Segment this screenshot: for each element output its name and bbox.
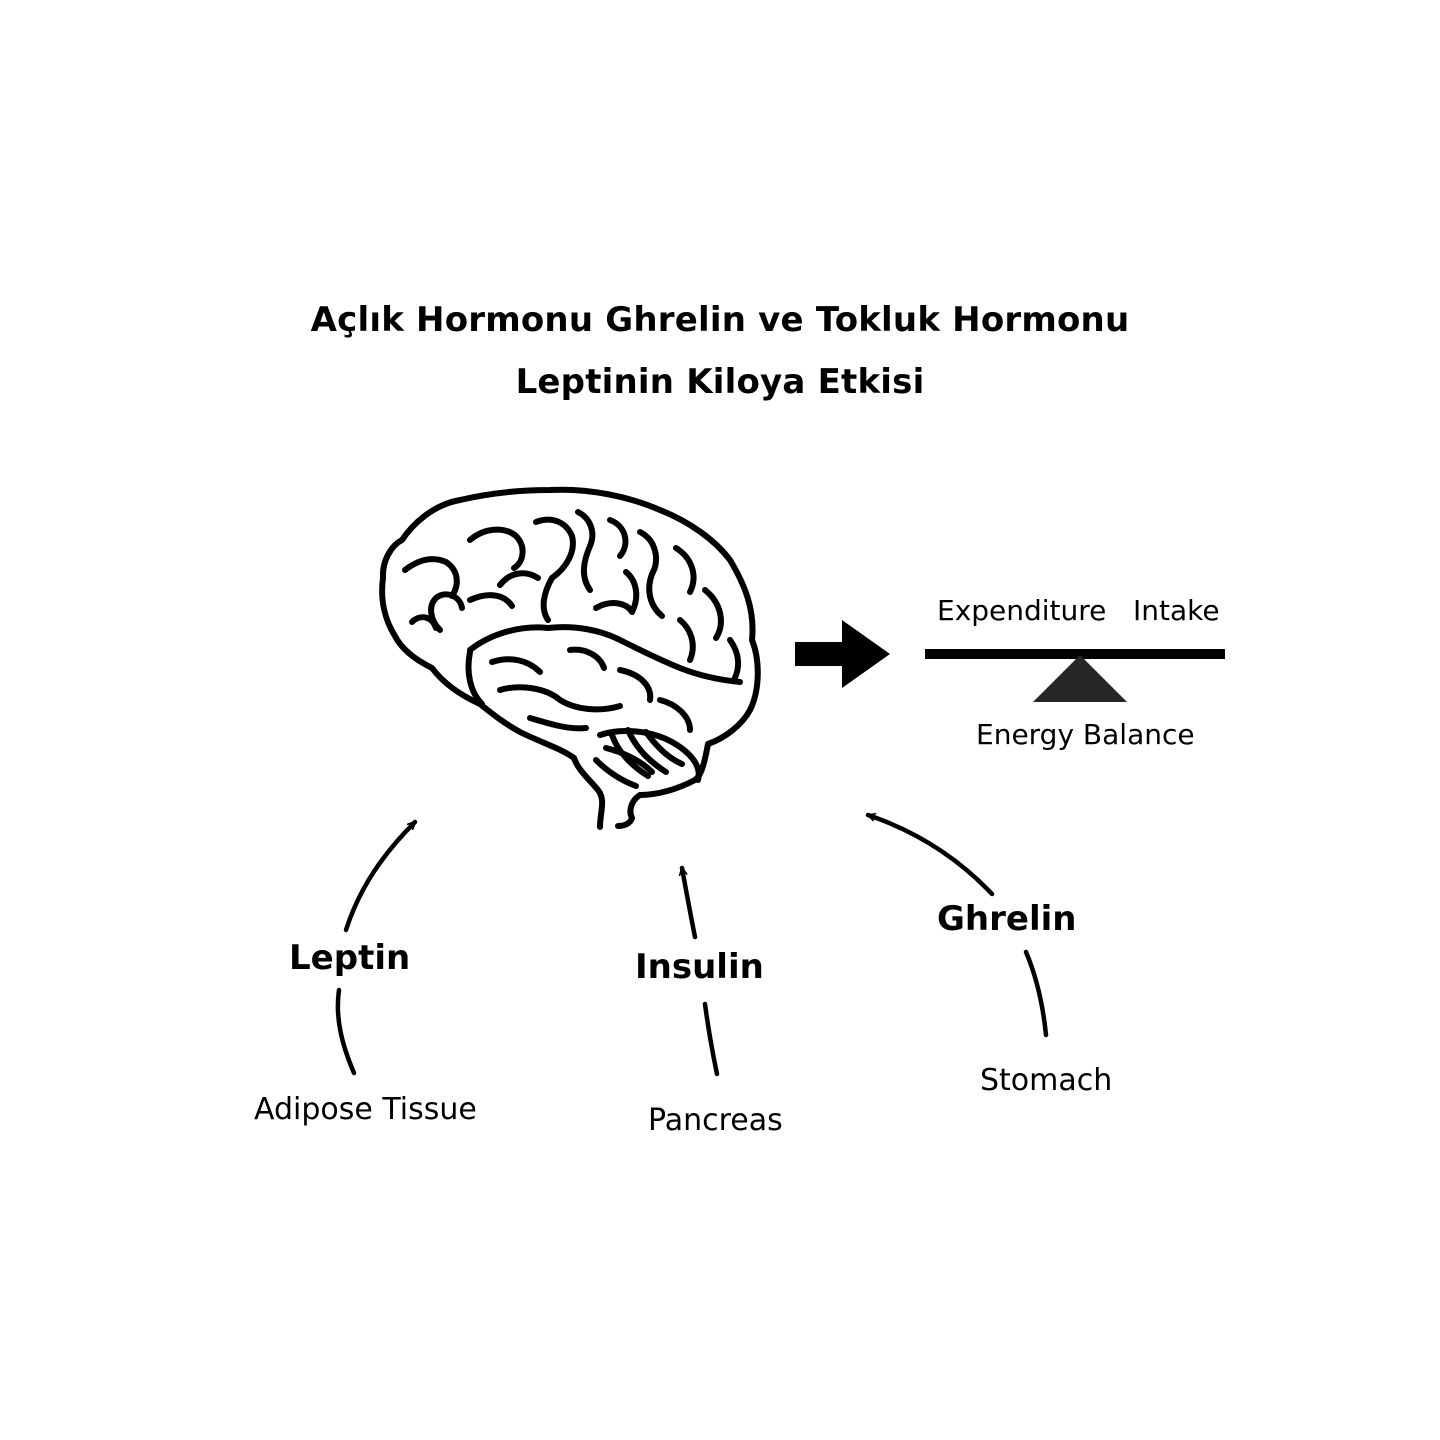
diagram-title-line-2: Leptinin Kiloya Etkisi: [515, 362, 925, 402]
stomach-label: Stomach: [980, 1063, 1113, 1098]
expenditure-label: Expenditure: [937, 594, 1107, 627]
energy-balance-label: Energy Balance: [976, 718, 1195, 751]
scale-fulcrum: [1033, 655, 1127, 702]
ghrelin-label: Ghrelin: [937, 899, 1077, 939]
leptin-arrow-upper: [343, 819, 418, 933]
leptin-label: Leptin: [289, 938, 411, 978]
insulin-label: Insulin: [635, 947, 764, 987]
insulin-arrow-lower: [702, 1001, 720, 1077]
ghrelin-arrow-lower: [1023, 949, 1049, 1038]
scale-icon: [925, 649, 1225, 702]
intake-label: Intake: [1133, 594, 1220, 627]
brain-icon: [379, 486, 761, 830]
leptin-arrow-lower: [335, 987, 357, 1076]
arrow-right-icon: [795, 620, 890, 688]
insulin-arrow-upper: [678, 865, 698, 940]
scale-beam: [925, 649, 1225, 659]
pancreas-label: Pancreas: [648, 1103, 783, 1138]
adipose-tissue-label: Adipose Tissue: [254, 1092, 477, 1127]
ghrelin-arrow-upper: [865, 812, 995, 897]
diagram-title-line-1: Açlık Hormonu Ghrelin ve Tokluk Hormonu: [310, 300, 1130, 340]
